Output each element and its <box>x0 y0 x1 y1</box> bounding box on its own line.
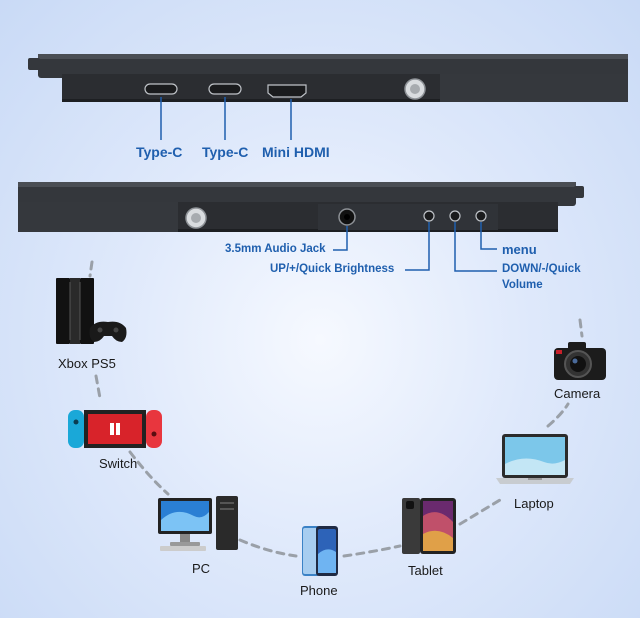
typec-label-1: Type-C <box>136 144 183 160</box>
mini-hdmi-port <box>267 84 307 98</box>
laptop-label: Laptop <box>514 496 554 511</box>
menu-label: menu <box>502 242 537 257</box>
phone-icon <box>302 526 338 576</box>
switch-icon <box>68 410 162 448</box>
pc-label: PC <box>192 561 211 576</box>
console-icon <box>56 278 127 344</box>
typec-label-2: Type-C <box>202 144 249 160</box>
brightness-label: UP/+/Quick Brightness <box>270 263 395 275</box>
laptop-icon <box>496 434 574 484</box>
volume-label-line2: Volume <box>502 279 543 291</box>
volume-button <box>449 210 461 222</box>
audio-jack <box>338 208 356 226</box>
audio-jack-label: 3.5mm Audio Jack <box>225 243 326 255</box>
camera-label: Camera <box>554 386 601 401</box>
typec-port-1 <box>144 83 178 95</box>
pc-icon <box>158 496 238 551</box>
typec-port-2 <box>208 83 242 95</box>
switch-label: Switch <box>99 456 138 471</box>
camera-icon <box>554 342 606 380</box>
mini-hdmi-label: Mini HDMI <box>262 144 330 160</box>
tablet-icon <box>402 498 456 554</box>
menu-button <box>475 210 487 222</box>
brightness-button <box>423 210 435 222</box>
volume-label-line1: DOWN/-/Quick <box>502 263 581 275</box>
phone-label: Phone <box>300 583 338 598</box>
tablet-label: Tablet <box>408 563 443 578</box>
xbox-ps5-label: Xbox PS5 <box>58 356 116 371</box>
